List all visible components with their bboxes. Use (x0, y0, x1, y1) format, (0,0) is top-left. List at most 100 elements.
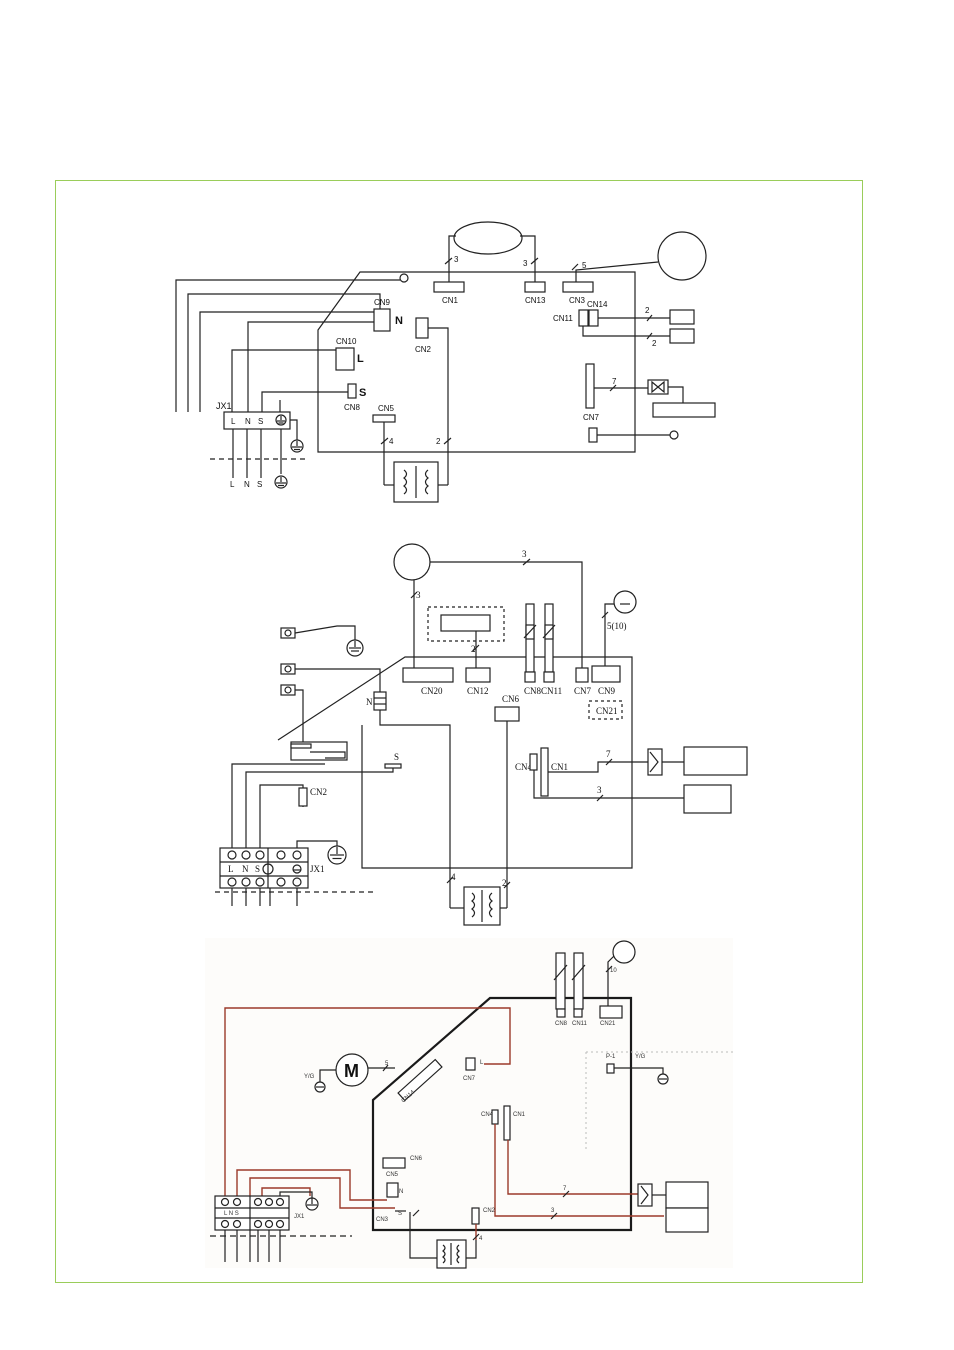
connector-label: CN21 (600, 1021, 616, 1027)
connector-label: CN8 (555, 1021, 568, 1027)
connector-label: CN7 (574, 686, 592, 696)
connector-label: CN5 (378, 404, 395, 413)
connector-cn1 (540, 747, 549, 797)
connector-s (384, 763, 402, 769)
wire-count: 3 (416, 590, 421, 600)
connector-cn5 (372, 414, 396, 423)
ground-icon (290, 439, 304, 453)
connector-label: CN11 (541, 686, 562, 696)
connector-label: CN5 (386, 1172, 399, 1178)
connector-cn5 (386, 1182, 399, 1198)
optional-module (427, 606, 505, 642)
wire-count: 3 (551, 1208, 555, 1214)
wire-count: 3 (454, 255, 459, 264)
label-n: N (366, 697, 373, 707)
connector-label: CN9 (374, 298, 391, 307)
connector-label: CN2 (310, 787, 327, 797)
connector-label: CN13 (525, 296, 546, 305)
ground-ring (399, 273, 409, 283)
sensor-box (669, 309, 695, 325)
connector-label: CN2 (483, 1208, 496, 1214)
label-s: S (398, 1211, 402, 1217)
connector-label: CN20 (421, 686, 443, 696)
connector-cn6 (494, 706, 520, 722)
connector-cn1 (433, 281, 465, 293)
terminal-block-label: JX1 (216, 401, 232, 411)
wire-count: 5(10) (607, 621, 627, 631)
wire-count: 3 (523, 259, 528, 268)
wire-count: 5 (385, 1061, 389, 1067)
connector-label: CN1 (513, 1112, 526, 1118)
connector-cn21 (588, 700, 623, 720)
ground-terminal (280, 663, 381, 692)
step-motor-circle (657, 231, 707, 281)
connector-label: CN4 (481, 1112, 494, 1118)
fuse (373, 691, 387, 711)
wire-count: 2 (652, 339, 657, 348)
connector-cn1 (503, 1105, 511, 1141)
terminal-label: N (245, 417, 251, 426)
label-n: N (399, 1189, 403, 1195)
terminal-screws (227, 850, 302, 887)
terminal-block-label: JX1 (294, 1214, 305, 1220)
wire-count: 4 (389, 437, 394, 446)
motor-label: M (344, 1061, 359, 1081)
label-p1: P-1 (606, 1054, 616, 1060)
terminal-block-label: JX1 (310, 864, 325, 874)
connector-label: CN11 (572, 1021, 588, 1027)
connector-label: CN10 (336, 337, 357, 346)
receiver-board (665, 1207, 709, 1233)
ground-terminal (280, 684, 304, 744)
connector-label: CN7 (583, 413, 600, 422)
wire-count: 7 (606, 749, 611, 759)
connector-label: CN7 (463, 1076, 476, 1082)
connector-cn13 (524, 281, 546, 293)
display-connector (637, 1183, 653, 1207)
ground-terminal (280, 625, 356, 640)
connector-cn9 (591, 665, 621, 683)
ground-icon (274, 475, 288, 489)
label-l: L (357, 353, 364, 365)
wire-count: 7 (563, 1186, 567, 1192)
ground-icon (305, 1197, 319, 1211)
terminal-label: L N S (224, 1211, 239, 1217)
display-board (652, 402, 716, 418)
terminal-label: L (231, 417, 236, 426)
connector-label: CN6 (502, 694, 520, 704)
connector-cn8 (347, 383, 357, 399)
wire-count: 2 (645, 306, 650, 315)
terminal-label: L (230, 480, 235, 489)
connector-label: CN1 (442, 296, 459, 305)
wiring-diagram-1: 3 3 CN1 CN13 CN3 5 CN14 CN11 2 2 CN9 N C… (175, 221, 716, 503)
connector-cn10 (335, 347, 355, 371)
sensor-box (669, 328, 695, 344)
ground-icon (275, 414, 287, 426)
connector-cn6 (382, 1157, 406, 1169)
connector-small (588, 427, 598, 443)
wire-count: 4 (479, 1236, 483, 1242)
connector-cn4 (491, 1109, 499, 1125)
connector-cn3 (562, 281, 594, 293)
terminal-label: N (244, 480, 250, 489)
ground-icon (657, 1073, 669, 1085)
connector-cn7 (465, 1057, 476, 1071)
connector-cn20 (402, 667, 454, 683)
connector-label: CN12 (467, 686, 489, 696)
terminal-label: N (242, 864, 249, 874)
connector-label: CN1 (551, 762, 568, 772)
swing-motor-circle (612, 940, 636, 964)
connector-cn11 (578, 309, 589, 327)
label-s: S (359, 387, 366, 399)
wire-count: 10 (610, 968, 617, 974)
wire-count: 5 (582, 261, 587, 270)
connector-cn11 (543, 671, 555, 683)
terminal-label: S (258, 417, 263, 426)
connector-cn7 (575, 667, 589, 683)
ground-icon (314, 1081, 326, 1093)
display-module (440, 614, 491, 632)
connector-cn8 (524, 671, 536, 683)
connector-label: CN21 (596, 706, 618, 716)
connector-cn2 (415, 317, 429, 339)
wire-count: 3 (597, 785, 602, 795)
